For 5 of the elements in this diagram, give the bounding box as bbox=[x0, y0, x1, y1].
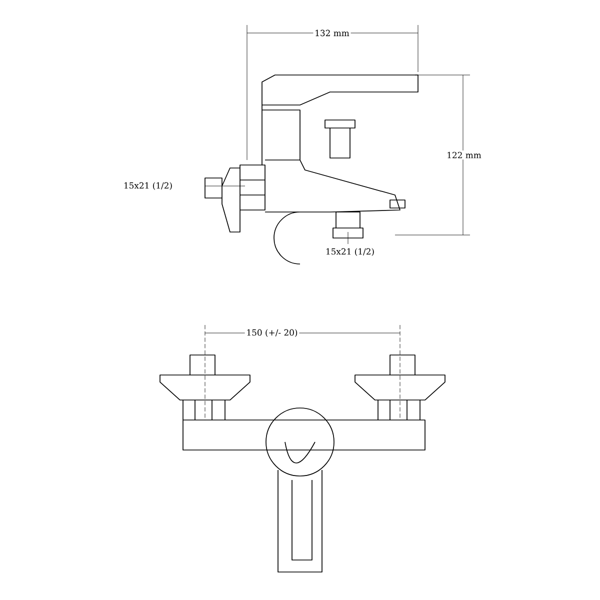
dimension-label: 15x21 (1/2) bbox=[324, 246, 376, 258]
dimension-label: 122 mm bbox=[445, 150, 483, 160]
dimension-label: 132 mm bbox=[313, 28, 351, 38]
dimension-label: 15x21 (1/2) bbox=[122, 180, 174, 192]
dimension-label: 150 (+/- 20) bbox=[244, 328, 300, 338]
